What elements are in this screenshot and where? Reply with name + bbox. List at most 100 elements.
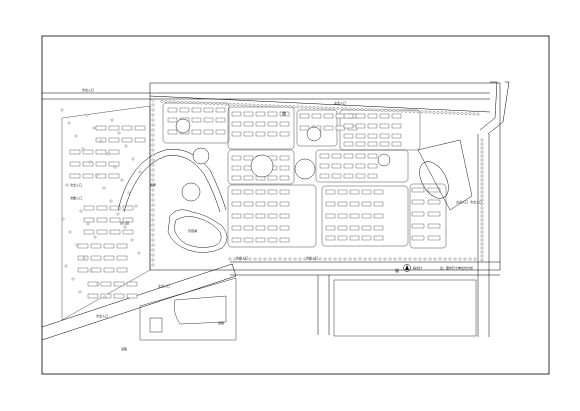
tree-icon xyxy=(151,143,155,147)
tree-icon xyxy=(313,257,317,261)
tree-icon xyxy=(340,107,344,111)
tree-icon xyxy=(252,103,256,107)
tree-icon xyxy=(228,257,232,261)
tree-icon xyxy=(137,251,141,255)
legend-north-label: 指北针 xyxy=(413,265,422,270)
building xyxy=(279,175,290,181)
building xyxy=(100,293,112,299)
tree-icon xyxy=(123,225,127,229)
building xyxy=(319,173,330,179)
tree-icon xyxy=(283,257,287,261)
tree-icon xyxy=(433,257,437,261)
tree-icon xyxy=(151,163,155,167)
tree-icon xyxy=(393,257,397,261)
building xyxy=(355,173,366,179)
building xyxy=(411,211,425,217)
entrance-west-1-label: 次出入口 xyxy=(70,182,82,187)
tree-icon xyxy=(480,154,484,158)
tree-icon xyxy=(304,105,308,109)
tree-icon xyxy=(60,108,64,112)
tree-icon xyxy=(443,257,447,261)
tree-icon xyxy=(480,194,484,198)
building xyxy=(167,107,178,113)
tree-icon xyxy=(376,108,380,112)
entrance-nw-label: 次出入口 xyxy=(82,87,94,92)
building xyxy=(83,217,95,223)
building xyxy=(82,161,94,167)
tree-icon xyxy=(82,256,86,260)
tree-icon xyxy=(348,107,352,111)
building xyxy=(255,131,266,137)
building xyxy=(122,229,134,235)
tree-icon xyxy=(65,183,69,187)
building xyxy=(267,121,278,127)
building xyxy=(319,153,330,159)
tree-icon xyxy=(480,202,484,206)
building xyxy=(267,189,278,195)
tree-icon xyxy=(151,253,155,257)
tree-icon xyxy=(212,102,216,105)
tree-icon xyxy=(151,243,155,247)
building xyxy=(103,267,115,273)
tree-icon xyxy=(184,101,188,104)
tree-icon xyxy=(440,111,444,115)
building xyxy=(116,255,128,261)
north-road xyxy=(42,92,491,113)
tree-icon xyxy=(448,257,452,261)
tree-icon xyxy=(473,257,477,261)
building xyxy=(255,237,266,243)
building xyxy=(337,235,348,241)
tree-icon xyxy=(151,258,155,262)
building xyxy=(231,175,242,181)
tree-icon xyxy=(480,258,484,262)
building xyxy=(100,281,112,287)
school-label: 幼儿园 xyxy=(120,220,129,225)
tree-icon xyxy=(232,103,236,106)
building xyxy=(349,225,360,231)
tree-icon xyxy=(392,109,396,113)
tree-icon xyxy=(236,103,240,106)
tree-icon xyxy=(151,168,155,172)
tree-icon xyxy=(224,102,228,106)
tree-icon xyxy=(452,111,456,115)
tree-icon xyxy=(151,188,155,192)
building xyxy=(96,205,108,211)
tree-icon xyxy=(368,108,372,112)
tree-icon xyxy=(102,186,106,190)
tree-icon xyxy=(176,100,180,104)
building xyxy=(126,293,138,299)
building xyxy=(361,225,372,231)
roundabouts xyxy=(175,118,391,202)
tree-icon xyxy=(288,257,292,261)
tree-icon xyxy=(151,183,155,187)
tree-icon xyxy=(296,105,300,109)
tree-icon xyxy=(480,190,484,194)
building xyxy=(411,199,425,205)
building xyxy=(323,125,334,131)
building xyxy=(311,113,322,119)
tree-icon xyxy=(78,290,82,294)
tree-icon xyxy=(151,108,155,112)
tree-icon xyxy=(480,234,484,238)
tree-icon xyxy=(396,109,400,113)
building xyxy=(96,229,108,235)
building xyxy=(255,189,266,195)
tree-icon xyxy=(138,170,142,174)
building xyxy=(355,123,366,129)
tree-icon xyxy=(61,217,65,221)
tree-icon xyxy=(320,106,324,110)
tree-icon xyxy=(332,107,336,110)
building xyxy=(355,113,366,119)
building xyxy=(126,281,138,287)
tree-icon xyxy=(75,243,79,247)
tree-icon xyxy=(264,104,268,107)
tree-icon xyxy=(151,153,155,157)
building xyxy=(361,201,372,207)
entrance-east-label: 次出入口 xyxy=(470,199,482,204)
building xyxy=(379,123,390,129)
building xyxy=(231,111,242,117)
building xyxy=(82,149,94,155)
building xyxy=(243,175,254,181)
tree-icon xyxy=(103,295,107,299)
building xyxy=(337,213,348,219)
